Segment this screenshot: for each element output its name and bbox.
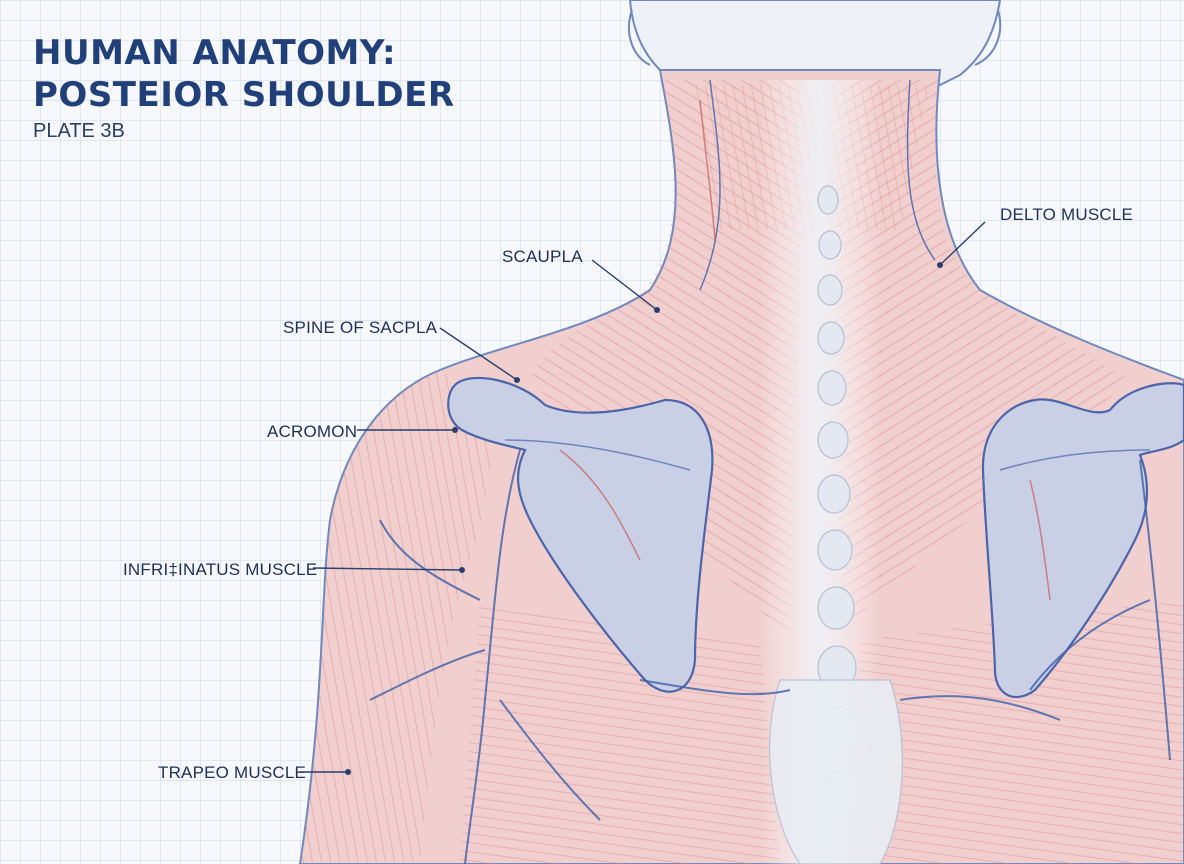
label-spine-of-scapula: SPINE OF SACPLA <box>283 318 438 337</box>
leader-dots <box>345 262 943 775</box>
scapula-left-spine <box>504 439 691 471</box>
lower-back-muscles <box>460 600 780 864</box>
leader-scapula <box>591 259 658 311</box>
plate-number: PLATE 3B <box>33 120 125 142</box>
label-acromion: ACROMON <box>267 422 358 441</box>
label-delto-muscle: DELTO MUSCLE <box>1000 205 1134 224</box>
page-title: HUMAN ANATOMY: POSTEIOR SHOULDER <box>33 32 455 116</box>
lower-back-muscles-right <box>850 600 1184 864</box>
leader-spine-scapula <box>439 327 518 381</box>
head-silhouette <box>628 0 1002 86</box>
scapula-left <box>447 376 714 693</box>
arteries <box>559 99 1051 601</box>
title-line-1: HUMAN ANATOMY: <box>33 33 397 73</box>
label-infraspinatus: INFRI‡INATUS MUSCLE <box>123 560 318 579</box>
scapula-right-spine <box>999 449 1151 471</box>
lower-spine-fan <box>769 679 903 864</box>
leader-delto <box>939 221 986 266</box>
ear-left <box>628 9 651 66</box>
deltoid-left <box>300 370 491 864</box>
blood-vessels <box>369 79 1171 864</box>
leader-lines <box>300 221 986 773</box>
title-line-2: POSTEIOR SHOULDER <box>33 75 455 115</box>
label-scapula: SCAUPLA <box>502 247 583 266</box>
leader-infraspinatus <box>312 567 463 571</box>
label-trapezius: TRAPEO MUSCLE <box>158 763 307 782</box>
ear-right <box>974 9 1002 66</box>
